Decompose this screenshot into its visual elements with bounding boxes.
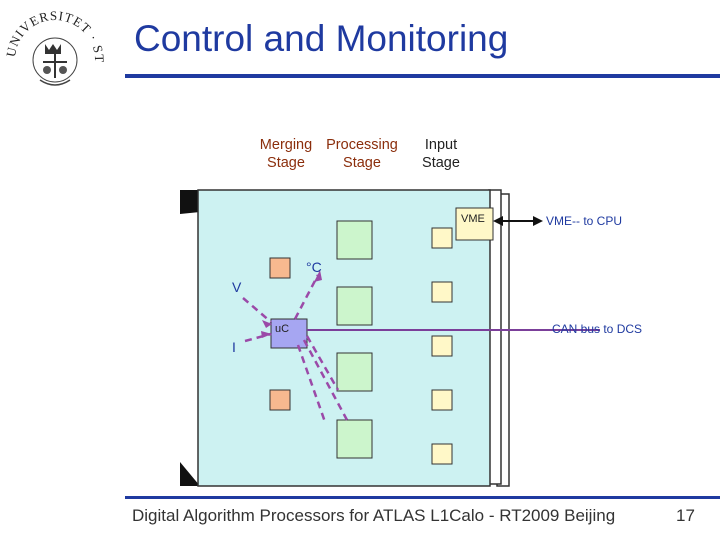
footer-divider [125, 496, 720, 499]
temperature-label: °C [306, 259, 322, 275]
uc-to-chip-arrow [305, 335, 340, 391]
input-stage-label: Input Stage [422, 137, 460, 171]
title-divider [125, 74, 720, 78]
v-to-uc-arrow [242, 297, 272, 323]
input-chip [431, 281, 453, 303]
page-title: Control and Monitoring [134, 18, 509, 59]
footer-text: Digital Algorithm Processors for ATLAS L… [132, 506, 616, 525]
uc-to-temp-arrow [293, 274, 320, 320]
processing-chip [336, 419, 373, 459]
input-chip [431, 389, 453, 411]
processing-chip [336, 286, 373, 326]
input-chip [431, 443, 453, 465]
board-corner-tab [180, 190, 200, 214]
arrowhead [314, 270, 322, 282]
page-number: 17 [676, 506, 695, 525]
voltage-label: V [232, 279, 242, 295]
current-label: I [232, 339, 236, 355]
vme-chip-label: VME [461, 213, 485, 225]
processing-chip [336, 220, 373, 260]
input-chip [431, 335, 453, 357]
vme-arrowhead [533, 216, 543, 226]
processing-chip [336, 352, 373, 392]
arrowhead [261, 331, 272, 338]
vme-chip [455, 207, 494, 241]
merging-stage-label: Merging Stage [259, 137, 313, 171]
vme-link-label: VME-- to CPU [546, 214, 623, 228]
arrowhead [262, 320, 272, 328]
merging-chip [269, 389, 291, 411]
input-chip [431, 227, 453, 249]
merging-chip [269, 257, 291, 279]
i-to-uc-arrow [244, 332, 272, 343]
processing-stage-label: Processing Stage [326, 137, 398, 171]
uc-to-chip-arrow [302, 339, 349, 421]
microcontroller-chip [270, 318, 308, 349]
board-corner-tab [180, 462, 200, 486]
vme-arrowhead [493, 216, 503, 226]
can-bus-label: CAN bus to DCS [552, 322, 643, 336]
university-seal-logo: UNIVERSITET · STOCKHOLMS [0, 6, 106, 86]
microcontroller-label: uC [275, 323, 290, 335]
uc-to-chip-arrow [296, 344, 327, 423]
